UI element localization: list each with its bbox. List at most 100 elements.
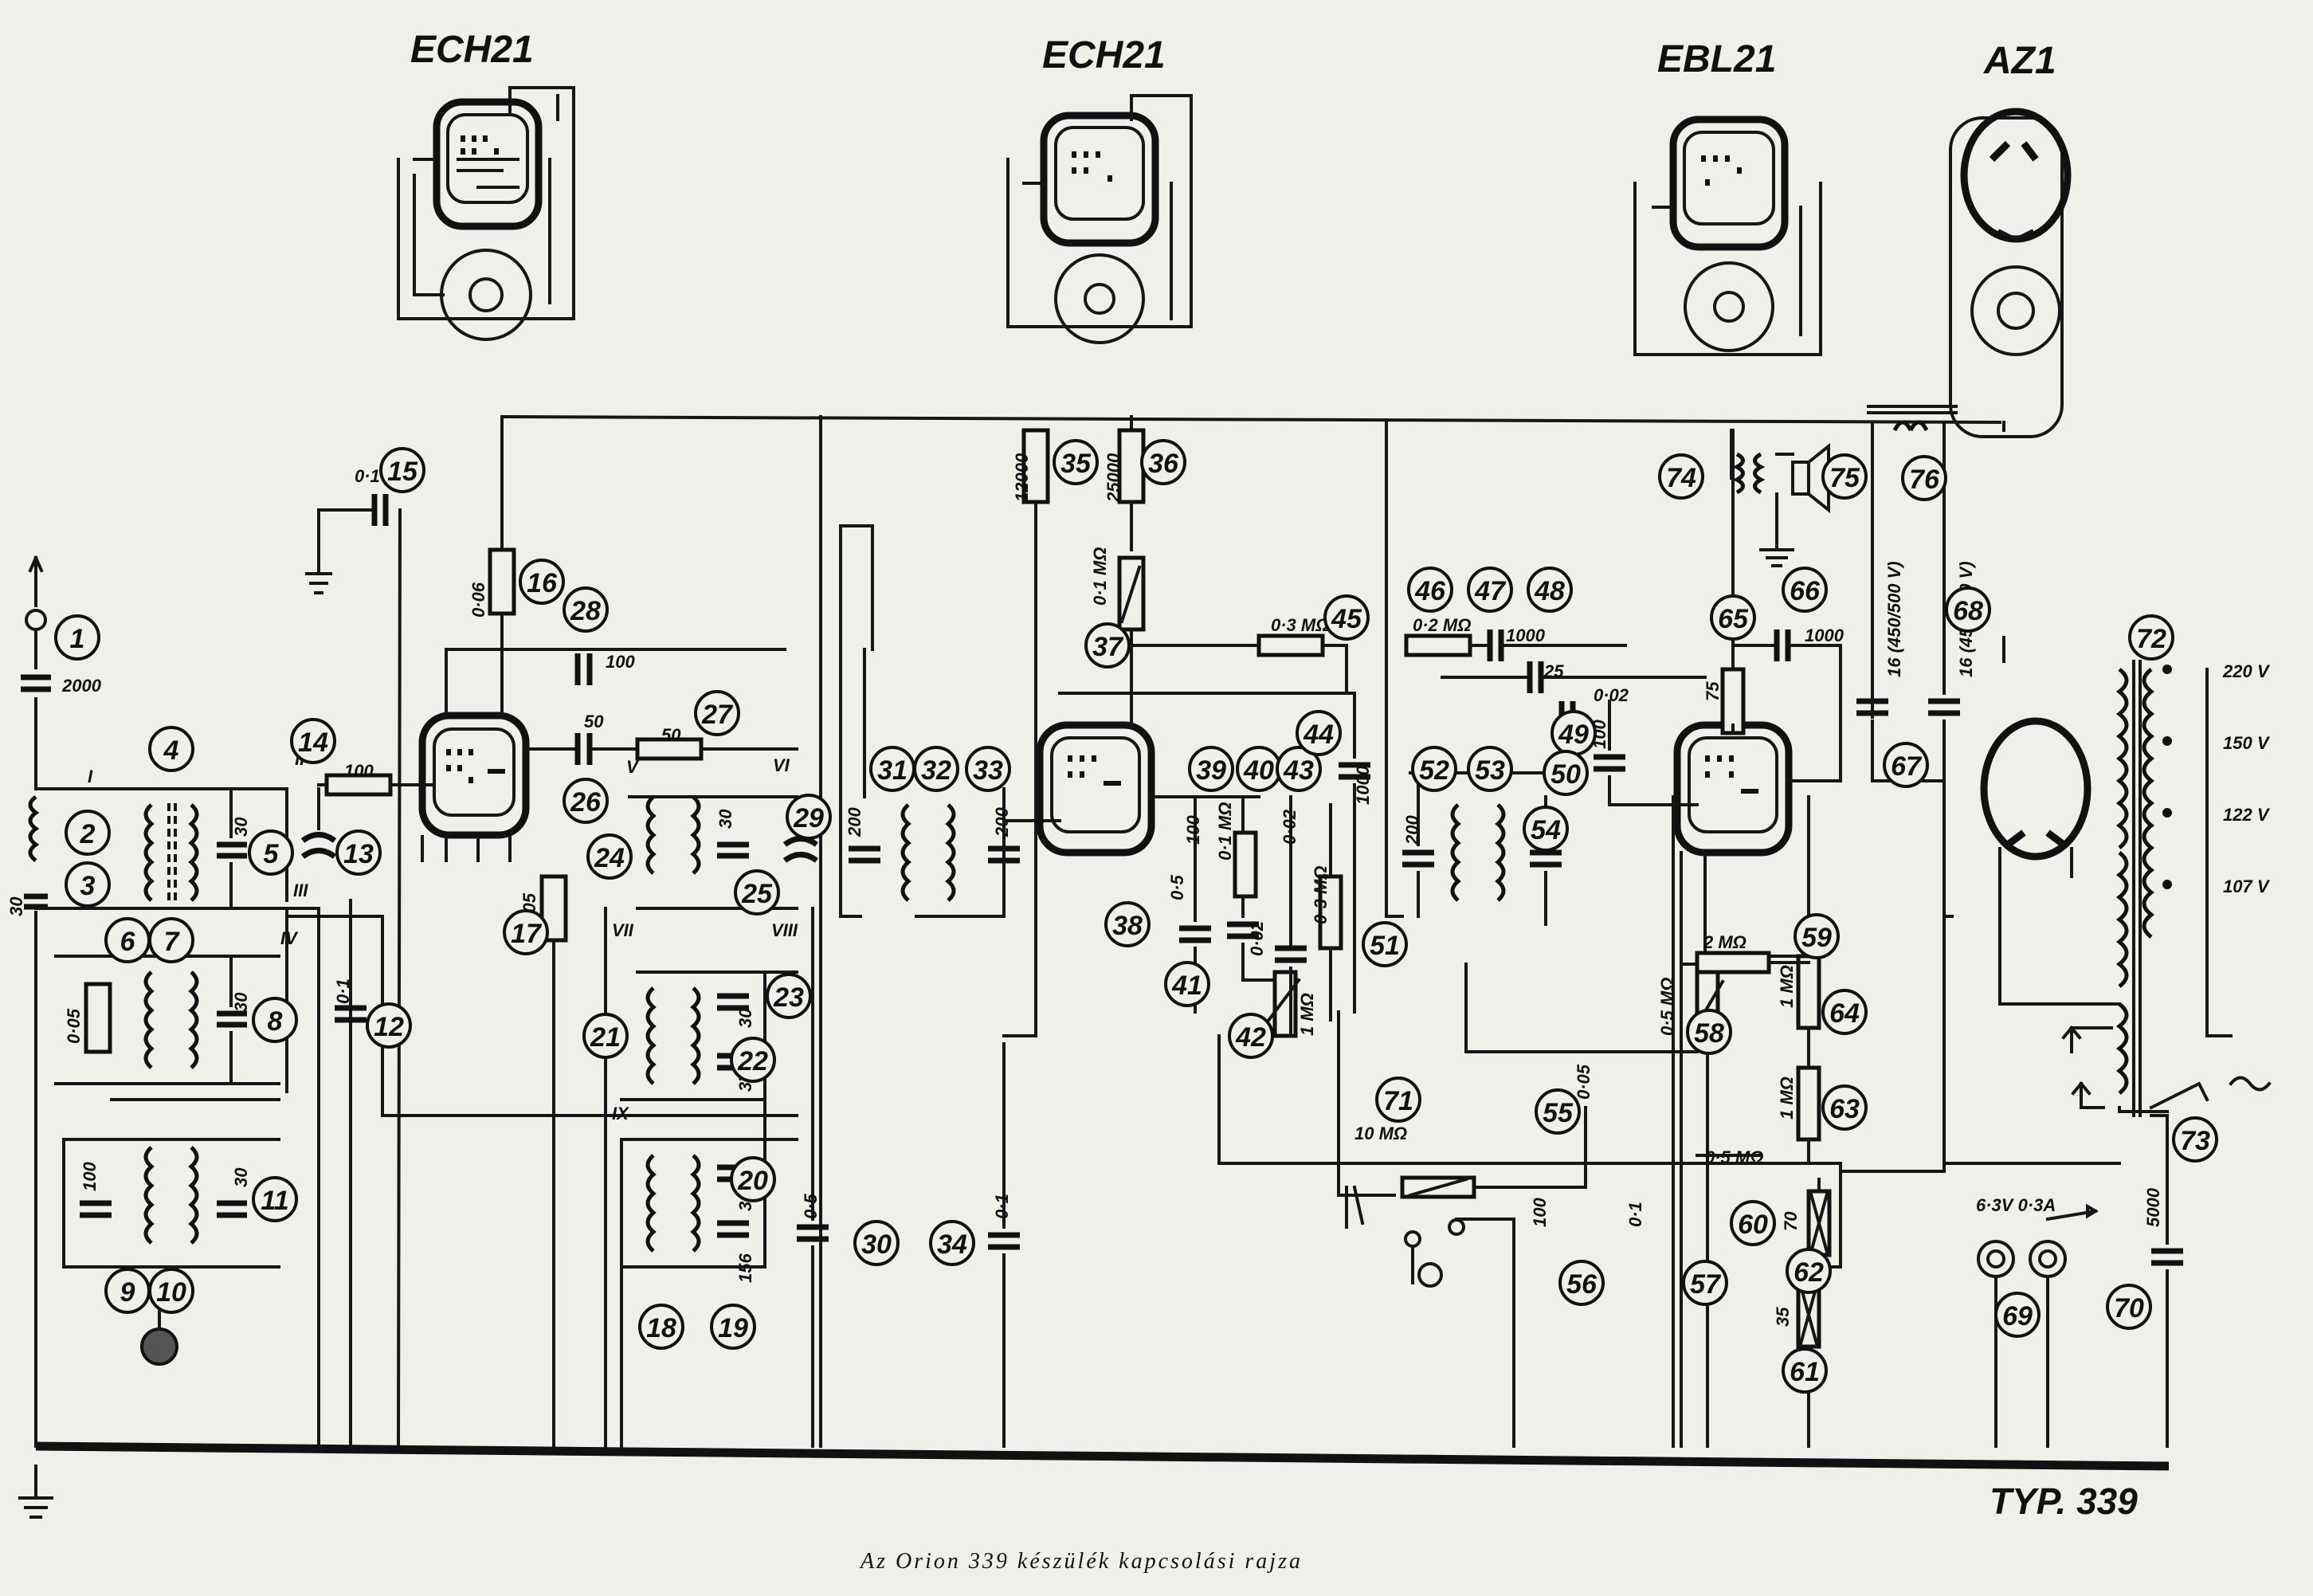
svg-text:0·5: 0·5 (801, 1193, 821, 1219)
svg-text:2 MΩ: 2 MΩ (1703, 932, 1747, 952)
callout-number: 50 (1550, 759, 1581, 790)
voltage-tap-220: 220 V (2222, 661, 2271, 681)
callout-number: 59 (1801, 923, 1832, 953)
switch-vi: VI (773, 755, 790, 775)
tube-label-ech21-b: ECH21 (1042, 34, 1166, 76)
callout-38: 38 (1104, 901, 1151, 947)
callout-number: 33 (973, 755, 1003, 786)
callout-56: 56 (1558, 1260, 1605, 1306)
svg-text:0·2 MΩ: 0·2 MΩ (1413, 615, 1471, 635)
callout-number: 19 (718, 1313, 748, 1343)
callout-number: 39 (1196, 755, 1226, 786)
svg-text:200: 200 (845, 807, 864, 837)
callout-number: 37 (1092, 632, 1124, 662)
callout-number: 11 (261, 1186, 288, 1216)
svg-text:0·5 MΩ: 0·5 MΩ (1705, 1147, 1763, 1167)
callout-number: 57 (1690, 1269, 1722, 1300)
svg-text:75: 75 (1703, 681, 1723, 701)
svg-text:0·3 MΩ: 0·3 MΩ (1311, 866, 1331, 924)
svg-text:100: 100 (80, 1162, 100, 1191)
callout-64: 64 (1821, 989, 1868, 1035)
svg-text:0·1: 0·1 (992, 1194, 1012, 1219)
callout-59: 59 (1794, 913, 1840, 959)
svg-text:0·02: 0·02 (1594, 685, 1629, 705)
callout-number: 7 (164, 927, 181, 957)
svg-text:0·06: 0·06 (468, 582, 488, 618)
callout-number: 25 (741, 879, 773, 909)
svg-text:1000: 1000 (1805, 625, 1845, 645)
antenna-input (18, 555, 65, 1519)
voltage-tap-122: 122 V (2223, 805, 2271, 825)
callout-number: 27 (701, 700, 734, 730)
callout-41: 41 (1164, 961, 1210, 1007)
callout-15: 15 (379, 447, 425, 493)
callout-10: 10 (148, 1268, 194, 1314)
svg-text:10 MΩ: 10 MΩ (1354, 1123, 1407, 1143)
callout-number: 30 (861, 1229, 892, 1260)
callout-number: 6 (120, 927, 136, 957)
callout-14: 14 (290, 718, 336, 764)
callout-28: 28 (563, 586, 609, 633)
callout-number: 70 (2114, 1293, 2144, 1323)
callout-70: 70 (2106, 1284, 2152, 1330)
svg-text:0·1: 0·1 (333, 978, 353, 1004)
svg-text:30: 30 (231, 817, 251, 837)
callout-number: 22 (737, 1046, 768, 1076)
power-supply (1943, 421, 2272, 1448)
callout-number: 60 (1738, 1210, 1768, 1240)
switch-iv: IV (280, 928, 299, 948)
callout-42: 42 (1228, 1013, 1274, 1059)
callout-number: 66 (1790, 576, 1821, 606)
callout-29: 29 (786, 794, 832, 840)
callout-number: 48 (1534, 576, 1565, 606)
if-transformer-1 (839, 524, 1061, 1448)
svg-text:30: 30 (231, 1167, 251, 1187)
callout-7: 7 (148, 917, 194, 963)
callout-22: 22 (730, 1037, 776, 1083)
switch-viii: VIII (771, 920, 798, 940)
input-coil-bank (34, 787, 798, 1448)
switch-labels: I II III IV V VI VII VIII IX (88, 749, 798, 1123)
svg-text:100: 100 (1530, 1198, 1550, 1227)
callout-33: 33 (965, 746, 1011, 792)
svg-text:100: 100 (344, 761, 374, 781)
svg-text:156: 156 (735, 1253, 755, 1283)
callout-number: 67 (1891, 751, 1923, 782)
svg-text:30: 30 (715, 809, 735, 829)
callout-18: 18 (638, 1304, 684, 1350)
callout-19: 19 (710, 1304, 756, 1350)
svg-text:1000: 1000 (1353, 765, 1373, 805)
callout-number: 74 (1666, 463, 1696, 493)
callout-5: 5 (248, 829, 294, 876)
callout-35: 35 (1053, 439, 1099, 485)
svg-text:1 MΩ: 1 MΩ (1777, 1076, 1797, 1120)
tube-label-az1: AZ1 (1983, 40, 2056, 82)
callout-number: 49 (1558, 720, 1589, 750)
svg-text:0·5 MΩ: 0·5 MΩ (1657, 978, 1677, 1036)
switch-ix: IX (612, 1104, 629, 1123)
callout-number: 18 (646, 1313, 676, 1343)
callout-number: 41 (1171, 971, 1202, 1001)
svg-text:0·05: 0·05 (1574, 1064, 1594, 1100)
callout-number: 8 (268, 1006, 283, 1037)
callout-24: 24 (586, 833, 633, 880)
svg-text:0·1 MΩ: 0·1 MΩ (1215, 802, 1235, 861)
tube-pinout-ech21-a: ECH21 (397, 29, 575, 341)
svg-text:0·3 MΩ: 0·3 MΩ (1271, 615, 1329, 635)
callout-number: 46 (1414, 576, 1446, 606)
callout-number: 14 (298, 727, 328, 758)
callout-65: 65 (1710, 594, 1756, 641)
pilot-lamps: 6·3V 0·3A (1976, 1195, 2099, 1448)
svg-text:0·05: 0·05 (64, 1008, 84, 1044)
svg-text:30: 30 (231, 992, 251, 1012)
svg-text:0·1: 0·1 (1625, 1202, 1645, 1227)
callout-number: 43 (1283, 755, 1314, 786)
svg-text:1 MΩ: 1 MΩ (1777, 965, 1797, 1008)
callout-36: 36 (1140, 439, 1186, 485)
callout-47: 47 (1467, 567, 1513, 613)
voltage-tap-150: 150 V (2223, 733, 2271, 753)
voltage-tap-107: 107 V (2223, 876, 2271, 896)
callout-54: 54 (1523, 806, 1569, 852)
